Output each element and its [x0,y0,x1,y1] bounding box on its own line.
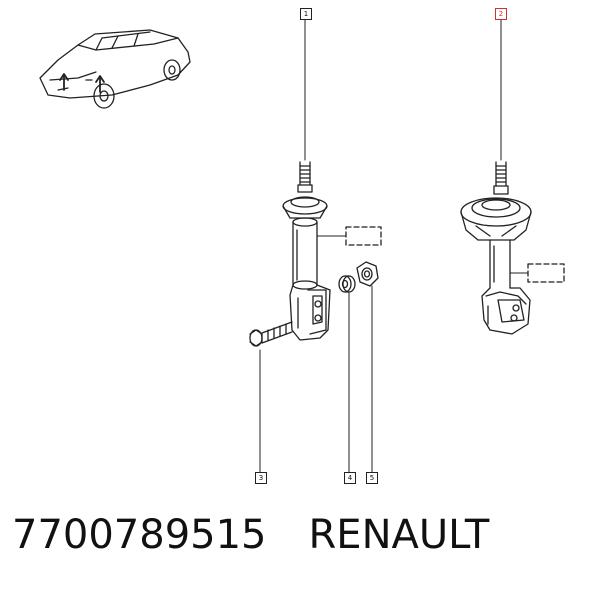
car-location-icon [39,29,191,109]
strut-right [460,161,565,335]
callout-2: 2 [495,8,507,20]
bolt [249,321,293,347]
callout-4: 4 [344,472,356,484]
callout-1: 1 [300,8,312,20]
brand-name: RENAULT [308,512,490,558]
callout-3: 3 [255,472,267,484]
callout-5: 5 [366,472,378,484]
part-caption: 7700789515 RENAULT [12,512,489,558]
part-number: 7700789515 [12,512,267,558]
washer [338,275,356,293]
nut [356,261,379,287]
shock-absorber-left [282,161,382,341]
